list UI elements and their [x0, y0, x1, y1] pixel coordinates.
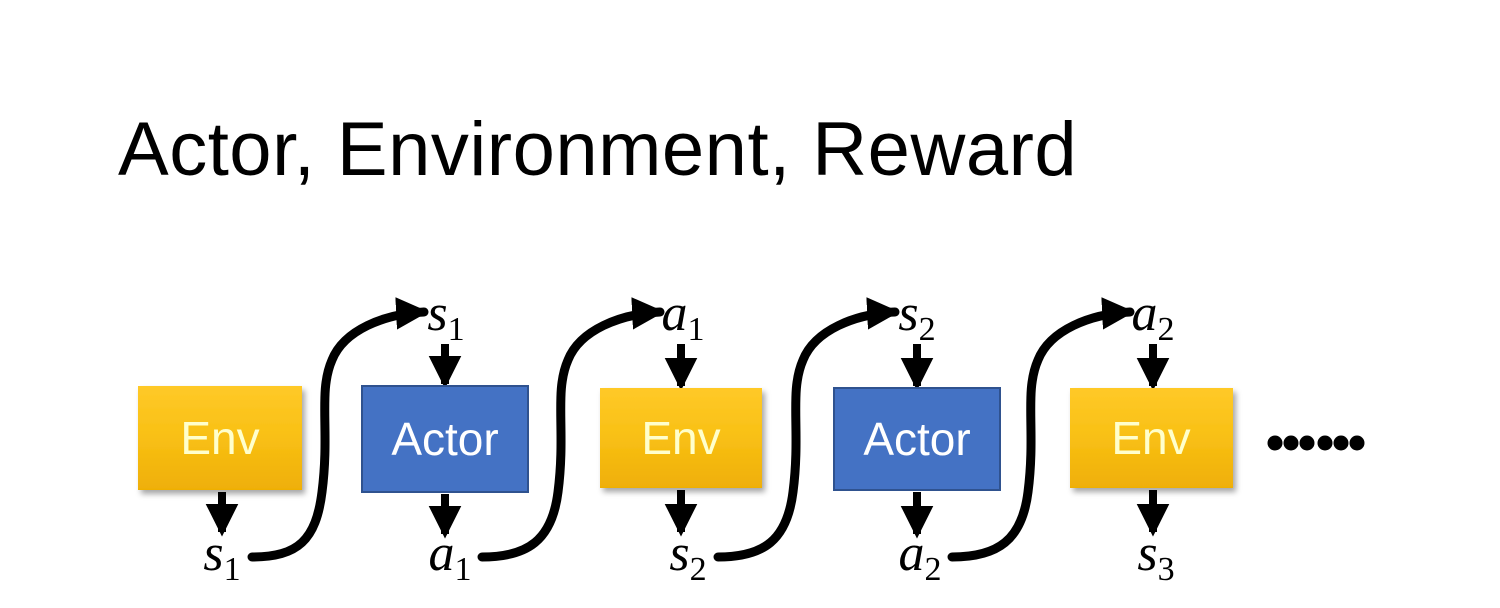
ellipsis-dot [1333, 435, 1349, 451]
page-title: Actor, Environment, Reward [118, 107, 1078, 192]
ellipsis-dots-icon [1267, 435, 1365, 451]
box-actor-1-label: Actor [391, 413, 498, 465]
s-curve-s2 [713, 297, 900, 562]
label-bot-s3-sub: 3 [1158, 551, 1175, 588]
box-actor-2-label: Actor [863, 413, 970, 465]
label-bot-a1: a1 [429, 525, 472, 588]
label-top-s1-base: s [427, 285, 447, 342]
curve-connectors [247, 297, 1135, 562]
box-env-1-label: Env [180, 412, 259, 464]
label-bot-s3-base: s [1137, 525, 1157, 582]
label-bot-a2: a2 [899, 525, 942, 588]
label-top-s1-sub: 1 [448, 311, 465, 348]
s-curve-a2 [947, 297, 1135, 562]
label-top-a1-base: a [662, 285, 688, 342]
label-top-a2-base: a [1132, 285, 1158, 342]
ellipsis-dot [1283, 435, 1299, 451]
process-boxes: Env Actor Env Actor Env [138, 385, 1233, 493]
label-top-s2: s2 [898, 285, 935, 348]
box-env-3[interactable]: Env [1070, 388, 1233, 488]
label-bot-s2-base: s [669, 525, 689, 582]
label-bot-a1-base: a [429, 525, 455, 582]
box-env-3-label: Env [1111, 412, 1190, 464]
label-bot-a2-sub: 2 [925, 551, 942, 588]
label-bot-s3: s3 [1137, 525, 1174, 588]
box-actor-2[interactable]: Actor [833, 387, 1001, 491]
down-arrows-out-of-box [205, 490, 1170, 539]
label-bot-a1-sub: 1 [455, 551, 472, 588]
s-curve-s1 [247, 297, 429, 562]
box-env-2[interactable]: Env [600, 388, 762, 488]
box-env-1[interactable]: Env [138, 386, 302, 490]
label-bot-a2-base: a [899, 525, 925, 582]
label-bot-s2-sub: 2 [690, 551, 707, 588]
label-top-a1-sub: 1 [688, 311, 705, 348]
top-math-labels: s1 a1 s2 a2 [427, 285, 1174, 348]
label-top-a2-sub: 2 [1158, 311, 1175, 348]
label-top-s2-sub: 2 [919, 311, 936, 348]
ellipsis-dot [1317, 435, 1333, 451]
label-bot-s1: s1 [203, 525, 240, 588]
ellipsis-dot [1349, 435, 1365, 451]
s-curve-a1 [477, 297, 665, 562]
ellipsis-dot [1267, 435, 1283, 451]
label-top-s1: s1 [427, 285, 464, 348]
label-top-a2: a2 [1132, 285, 1175, 348]
box-actor-1[interactable]: Actor [361, 385, 529, 493]
ellipsis-dot [1299, 435, 1315, 451]
box-env-2-label: Env [641, 412, 720, 464]
label-bot-s2: s2 [669, 525, 706, 588]
label-bot-s1-sub: 1 [224, 551, 241, 588]
bottom-math-labels: s1 a1 s2 a2 s3 [203, 525, 1174, 588]
label-bot-s1-base: s [203, 525, 223, 582]
label-top-a1: a1 [662, 285, 705, 348]
label-top-s2-base: s [898, 285, 918, 342]
down-arrows-into-box [428, 344, 1170, 391]
